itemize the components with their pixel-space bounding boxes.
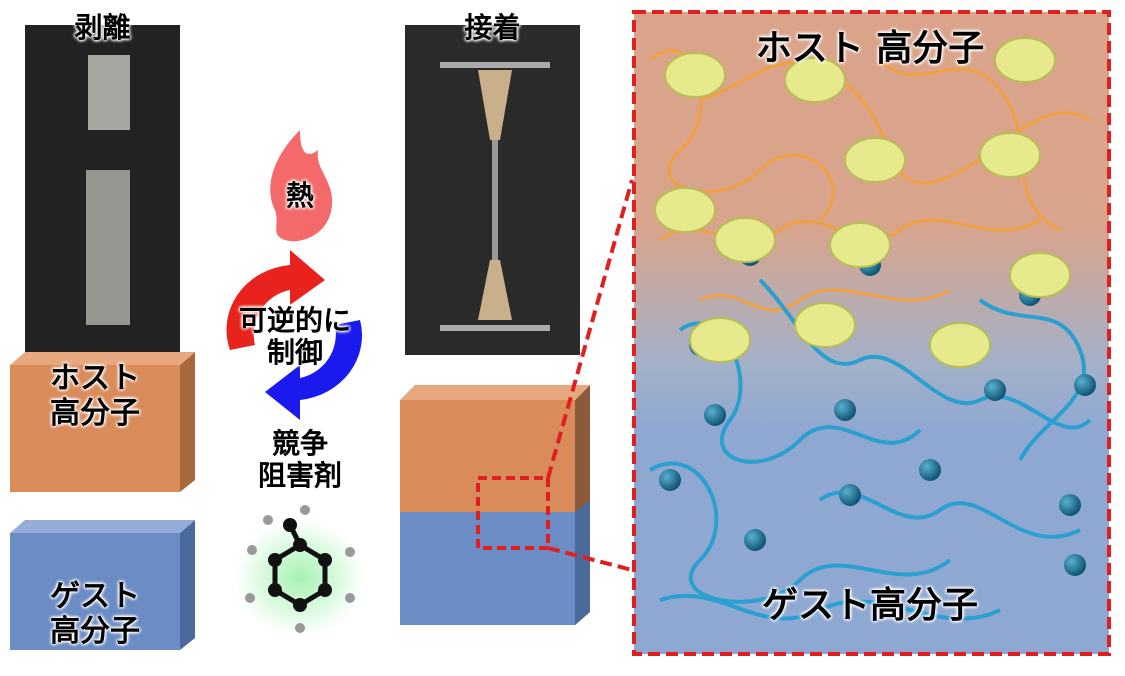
competitive-inhibitor-label: 競争 阻害剤: [220, 427, 380, 493]
guest-label-line1: ゲスト: [50, 579, 140, 614]
guest-block-label: ゲスト 高分子: [10, 579, 180, 649]
inhibitor-line2: 阻害剤: [257, 459, 342, 493]
peel-photo: [25, 25, 180, 355]
adhesion-label: 接着: [464, 11, 521, 44]
reversible-control-label: 可逆的に 制御: [205, 304, 385, 370]
inhibitor-line1: 競争: [271, 427, 328, 460]
cycle-line2: 制御: [266, 336, 323, 370]
heat-label: 熱: [285, 179, 314, 212]
host-block-label: ホスト 高分子: [10, 361, 180, 431]
host-polymer-block: [10, 352, 195, 492]
flame-icon: [270, 130, 333, 242]
adhesion-photo: [405, 25, 580, 355]
bonded-block: [400, 385, 590, 625]
reversible-cycle-icon: [226, 250, 362, 420]
peel-label: 剥離: [74, 11, 131, 44]
panel-host-label: ホスト 高分子: [755, 28, 985, 69]
host-label-line1: ホスト: [50, 361, 140, 396]
zoom-region-marker: [476, 476, 550, 550]
cycle-line1: 可逆的に: [238, 304, 351, 337]
guest-label-line2: 高分子: [50, 613, 140, 649]
benzyl-inhibitor-molecule: [235, 505, 365, 636]
panel-guest-label: ゲスト高分子: [761, 585, 978, 626]
host-label-line2: 高分子: [50, 395, 140, 431]
zoom-panel: [632, 10, 1111, 656]
guest-polymer-block: [10, 520, 195, 650]
